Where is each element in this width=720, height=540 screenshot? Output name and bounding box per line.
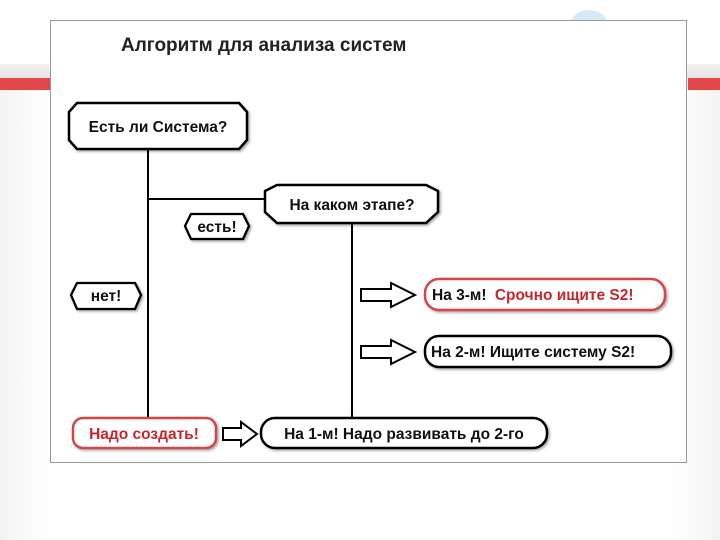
- outcome-stage1-shape: [259, 416, 549, 450]
- diagram-title: Алгоритм для анализа систем: [121, 35, 406, 56]
- outcome-stage2: На 2-м! Ищите систему S2!: [423, 334, 673, 369]
- decision-which-stage: На каком этапе?: [263, 183, 440, 225]
- branch-label-no-shape: [69, 281, 143, 311]
- diagram-frame: Алгоритм для анализа систем Есть ли Сист…: [50, 20, 687, 463]
- outcome-stage3-shape: [423, 277, 667, 312]
- outcome-stage3: На 3-м! Срочно ищите S2!: [423, 277, 667, 312]
- outcome-create-label: Надо создать!: [89, 426, 199, 443]
- connectors: [147, 149, 353, 421]
- arrow-to-stage2: [360, 338, 418, 366]
- decision-has-system-label: Есть ли Система?: [89, 119, 228, 136]
- outcome-stage3-emphasis: Срочно ищите S2!: [495, 287, 634, 304]
- arrow-to-stage3: [360, 281, 418, 309]
- outcome-stage3-prefix: На 3-м!: [432, 287, 487, 304]
- outcome-stage1: На 1-м! Надо развивать до 2-го: [259, 416, 549, 450]
- outcome-create-shape: [71, 416, 218, 450]
- outcome-stage3-label: На 3-м! Срочно ищите S2!: [432, 287, 634, 304]
- outcome-stage2-label: На 2-м! Ищите систему S2!: [431, 344, 635, 361]
- decision-has-system-shape: [67, 101, 249, 151]
- decision-which-stage-label: На каком этапе?: [289, 197, 414, 214]
- flowchart: Алгоритм для анализа систем Есть ли Сист…: [67, 35, 673, 450]
- branch-label-yes-shape: [183, 212, 251, 241]
- branch-label-no: нет!: [69, 281, 143, 311]
- decision-which-stage-shape: [263, 183, 440, 225]
- branch-label-no-text: нет!: [91, 288, 122, 305]
- outcome-create: Надо создать!: [71, 416, 218, 450]
- outcome-stage2-shape: [423, 334, 673, 369]
- background-red-stripe-right: [688, 78, 720, 90]
- outcome-stage1-label: На 1-м! Надо развивать до 2-го: [284, 426, 524, 443]
- branch-label-yes-text: есть!: [197, 219, 236, 236]
- arrow-create-to-stage1: [222, 420, 259, 448]
- decision-has-system: Есть ли Система?: [67, 101, 249, 151]
- branch-label-yes: есть!: [183, 212, 251, 241]
- background-red-stripe-left: [0, 78, 52, 90]
